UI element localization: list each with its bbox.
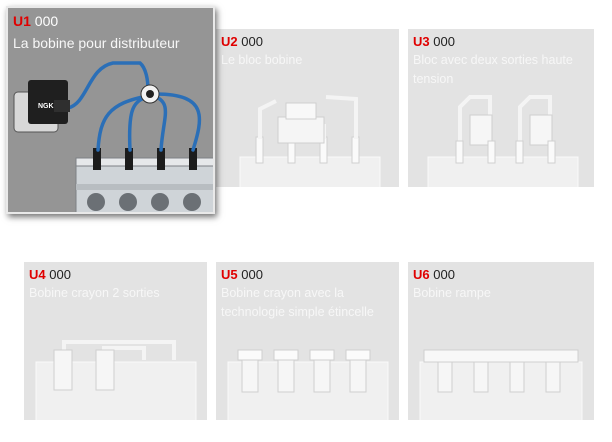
coil-brand-logo: NGK bbox=[38, 103, 54, 110]
tile-header: U1 000 La bobine pour distributeur bbox=[13, 12, 207, 55]
tile-code: U4 bbox=[29, 267, 46, 282]
tile-count: 000 bbox=[433, 34, 455, 49]
tile-code: U1 bbox=[13, 13, 31, 29]
tile-u4-pencil-coil-2-outputs[interactable]: U4 000 Bobine crayon 2 sorties bbox=[24, 262, 207, 420]
tile-code: U6 bbox=[413, 267, 430, 282]
tile-u6-coil-rail[interactable]: U6 000 Bobine rampe bbox=[408, 262, 594, 420]
tile-code: U3 bbox=[413, 34, 430, 49]
tile-count: 000 bbox=[34, 13, 59, 29]
tile-u5-pencil-coil-single-spark[interactable]: U5 000 Bobine crayon avec la technologie… bbox=[216, 262, 399, 420]
tile-header: U2 000 Le bloc bobine bbox=[221, 33, 393, 70]
tile-label: Bloc avec deux sorties haute tension bbox=[413, 53, 573, 86]
tile-count: 000 bbox=[433, 267, 455, 282]
tile-header: U5 000 Bobine crayon avec la technologie… bbox=[221, 266, 393, 322]
dual-output-block-illustration bbox=[427, 95, 579, 187]
pencil-coil-illustration bbox=[35, 340, 197, 420]
tile-header: U4 000 Bobine crayon 2 sorties bbox=[29, 266, 201, 303]
distributor-coil-illustration: NGK bbox=[13, 61, 213, 212]
coil-block-illustration bbox=[239, 95, 381, 187]
coil-rail-illustration bbox=[419, 349, 583, 420]
tile-header: U3 000 Bloc avec deux sorties haute tens… bbox=[413, 33, 588, 89]
tile-label: Bobine crayon 2 sorties bbox=[29, 286, 160, 300]
tile-count: 000 bbox=[49, 267, 71, 282]
tile-count: 000 bbox=[241, 34, 263, 49]
tile-code: U2 bbox=[221, 34, 238, 49]
single-spark-coil-illustration bbox=[227, 349, 389, 420]
tile-code: U5 bbox=[221, 267, 238, 282]
tile-label: Bobine rampe bbox=[413, 286, 491, 300]
tile-u3-dual-output-block[interactable]: U3 000 Bloc avec deux sorties haute tens… bbox=[408, 29, 594, 187]
tile-u2-coil-block[interactable]: U2 000 Le bloc bobine bbox=[216, 29, 399, 187]
tile-label: La bobine pour distributeur bbox=[13, 35, 180, 51]
tile-count: 000 bbox=[241, 267, 263, 282]
tile-u1-distributor-coil[interactable]: NGK U1 000 La bobine pour distributeur bbox=[6, 6, 215, 214]
tile-label: Bobine crayon avec la technologie simple… bbox=[221, 286, 374, 319]
tile-label: Le bloc bobine bbox=[221, 53, 303, 67]
tile-header: U6 000 Bobine rampe bbox=[413, 266, 588, 303]
